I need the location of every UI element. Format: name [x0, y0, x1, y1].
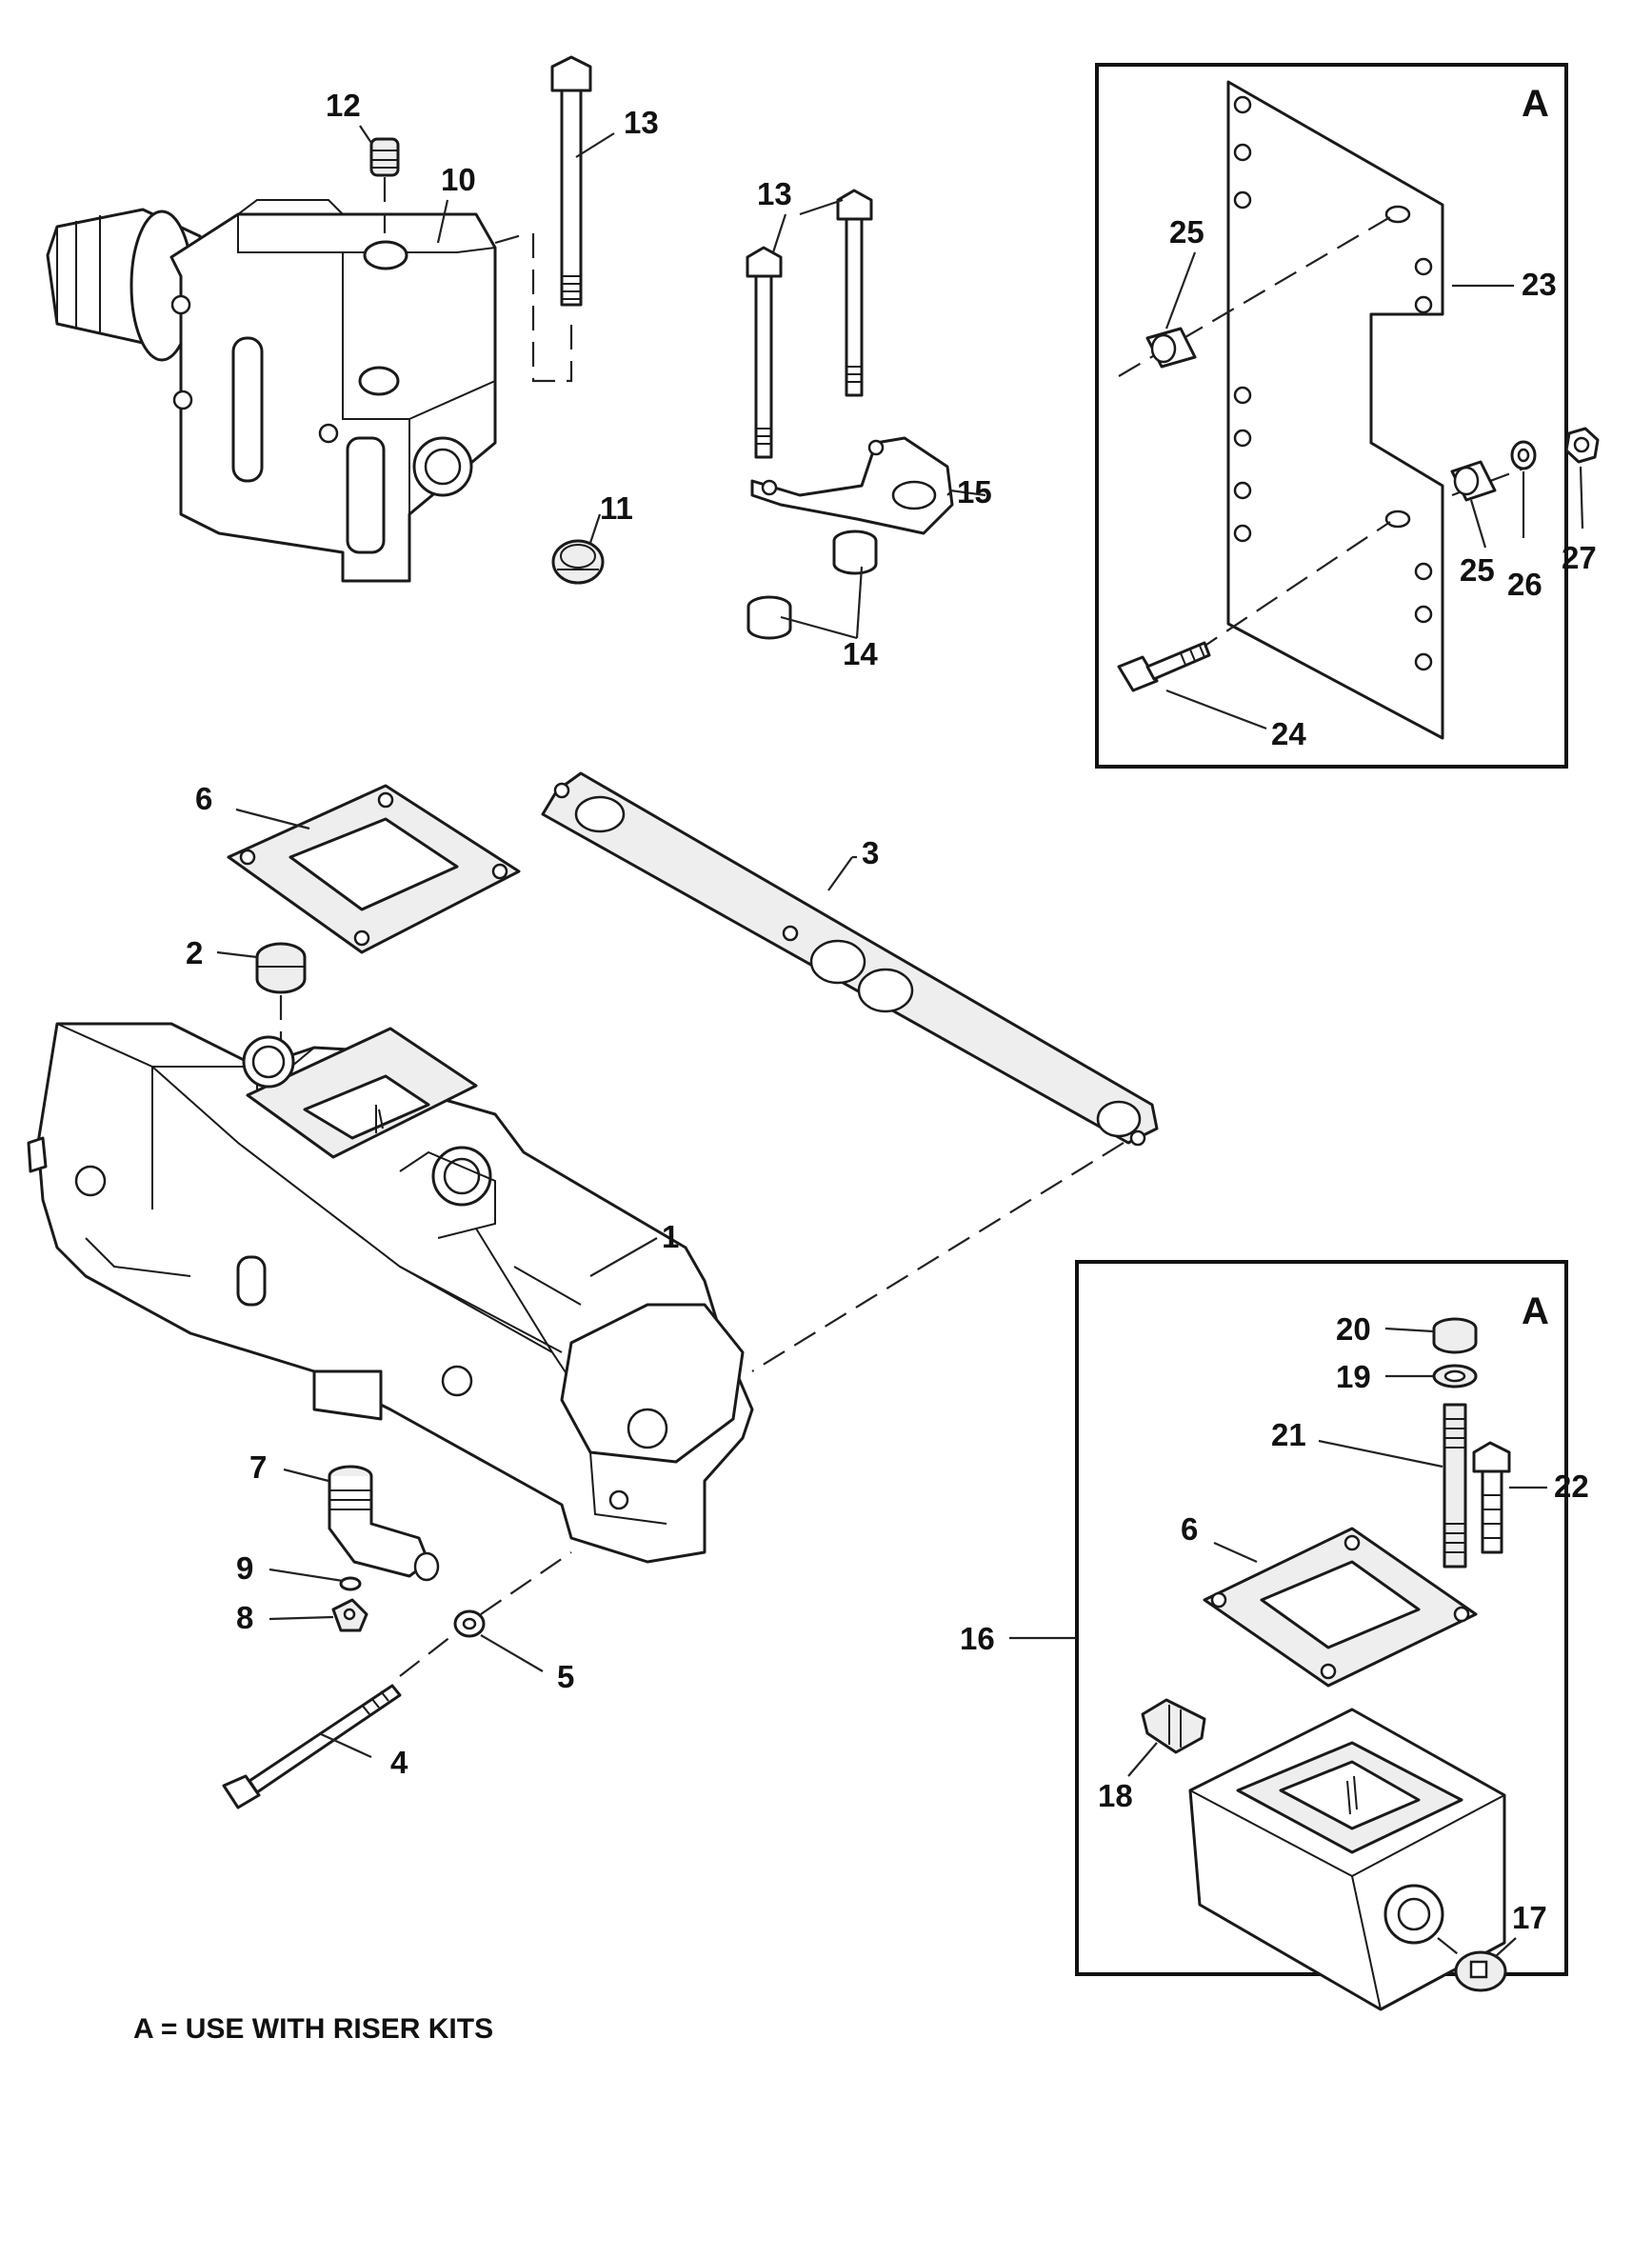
part-gasket-3: [541, 771, 1159, 1147]
callout-25-upper: 25: [1169, 214, 1204, 250]
footnote-riser-kits: A = USE WITH RISER KITS: [133, 2013, 493, 2045]
callout-13-top: 13: [624, 105, 659, 140]
part-bolt-24: [1117, 641, 1211, 692]
callout-labels: 12 13 10 13 15 11 14 25 23 27 26 25 24 6…: [186, 88, 1597, 1935]
part-washer-26: [1510, 440, 1537, 470]
part-oring-9: [339, 1576, 362, 1591]
part-bolt-13-long: [550, 55, 592, 307]
part-spacer-25-lower: [1450, 460, 1497, 502]
callout-4: 4: [390, 1745, 408, 1780]
part-gasket-6: [227, 784, 521, 954]
part-plug-12: [369, 137, 400, 177]
part-washer-5: [453, 1609, 486, 1638]
callout-10: 10: [441, 162, 476, 197]
callout-14: 14: [843, 636, 878, 671]
callout-20: 20: [1336, 1311, 1371, 1347]
callout-16: 16: [960, 1621, 995, 1656]
inset-top-tag: A: [1522, 83, 1549, 125]
callout-1: 1: [662, 1219, 679, 1254]
part-bolt-13-pair: [746, 189, 873, 459]
callout-23: 23: [1522, 267, 1557, 302]
part-riser-block-16: [1188, 1708, 1506, 2011]
callout-6: 6: [195, 781, 212, 816]
callout-15: 15: [957, 474, 992, 510]
part-bolt-4: [222, 1684, 402, 1809]
callout-3: 3: [862, 835, 879, 870]
part-stud-21: [1443, 1403, 1467, 1569]
part-elbow-fitting-7: [328, 1465, 440, 1582]
part-riser-plate-23: [1226, 80, 1444, 740]
callout-13-pair: 13: [757, 176, 792, 211]
part-spacer-25-upper: [1145, 327, 1197, 369]
part-plug-17: [1454, 1950, 1507, 1992]
callout-26: 26: [1507, 567, 1543, 602]
part-exhaust-manifold-1: [27, 1022, 754, 1564]
callout-24: 24: [1271, 716, 1306, 751]
callout-9: 9: [236, 1550, 253, 1586]
callout-5: 5: [557, 1659, 574, 1694]
callout-7: 7: [249, 1449, 267, 1485]
part-drain-fitting-8: [331, 1598, 368, 1632]
callout-11: 11: [600, 490, 633, 526]
part-spacers-14: [746, 530, 878, 640]
part-bolt-22: [1472, 1441, 1511, 1554]
leader-lines: [216, 125, 1584, 1958]
part-washer-19: [1432, 1364, 1478, 1389]
callout-6-inset: 6: [1181, 1511, 1198, 1547]
part-gasket-6-inset: [1203, 1527, 1478, 1688]
inset-bottom-tag: A: [1522, 1290, 1549, 1332]
part-nut-27: [1564, 427, 1600, 464]
part-bracket-15: [750, 436, 954, 535]
part-plug-18: [1141, 1698, 1206, 1754]
callout-21: 21: [1271, 1417, 1306, 1452]
callout-22: 22: [1554, 1469, 1589, 1504]
part-plug-11: [551, 539, 605, 585]
callout-25-lower: 25: [1460, 552, 1495, 588]
callout-17: 17: [1512, 1900, 1547, 1935]
part-elbow-10: [46, 199, 497, 583]
part-nut-20: [1432, 1317, 1478, 1354]
callout-27: 27: [1562, 540, 1597, 575]
callout-19: 19: [1336, 1359, 1371, 1394]
callout-2: 2: [186, 935, 203, 970]
inset-box-riser-plate: [1095, 63, 1568, 769]
callout-18: 18: [1098, 1778, 1133, 1813]
callout-12: 12: [326, 88, 361, 123]
part-plug-2: [255, 942, 307, 994]
callout-8: 8: [236, 1600, 253, 1635]
